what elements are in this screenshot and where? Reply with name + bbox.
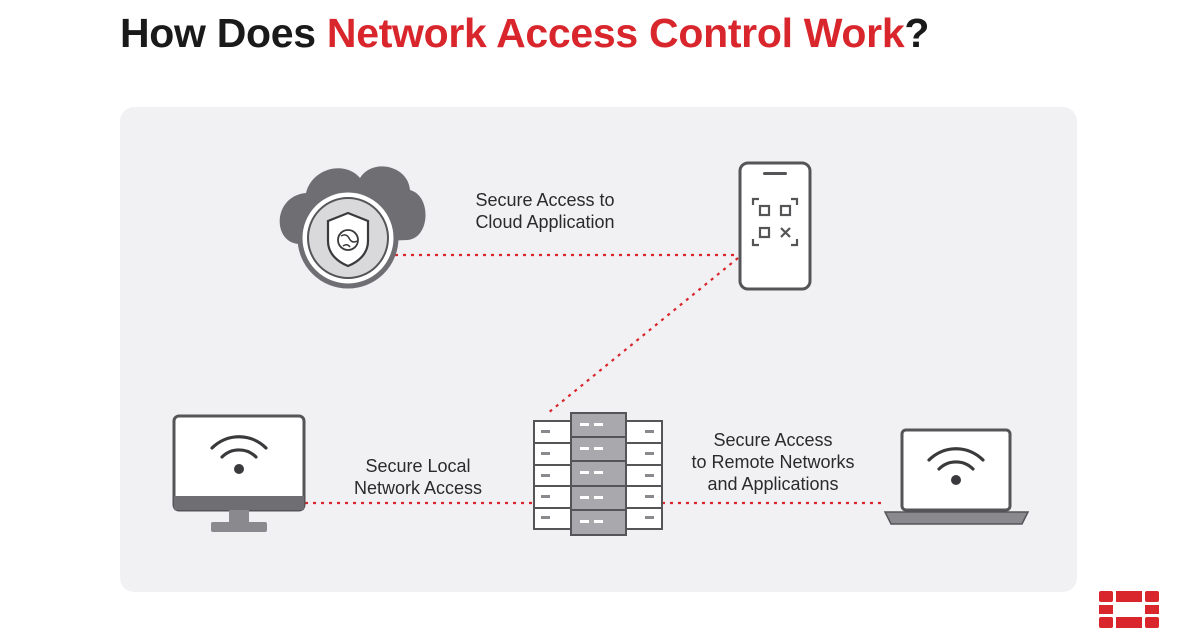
- remote-access-label: Secure Access to Remote Networks and App…: [668, 429, 878, 495]
- local-access-label-line1: Secure Local: [365, 456, 471, 476]
- server-rack-icon: [533, 412, 663, 536]
- smartphone-qr-icon: [738, 161, 812, 291]
- remote-access-label-line2: to Remote Networks: [691, 452, 855, 472]
- title-highlight: Network Access Control Work: [326, 10, 905, 56]
- remote-access-label-line3: and Applications: [707, 474, 839, 494]
- cloud-shield-icon: [279, 166, 426, 289]
- page-title: How Does Network Access Control Work?: [120, 10, 929, 57]
- phone-to-server-connector: [547, 257, 739, 414]
- desktop-monitor-wifi-icon: [172, 414, 306, 532]
- local-access-label: Secure Local Network Access: [318, 455, 518, 499]
- brand-logo-icon: [1099, 591, 1159, 628]
- remote-access-label-line1: Secure Access: [713, 430, 833, 450]
- connector-lines: [305, 253, 886, 505]
- cloud-access-label-line2: Cloud Application: [475, 212, 615, 232]
- cloud-access-label-line1: Secure Access to: [475, 190, 615, 210]
- local-access-label-line2: Network Access: [353, 478, 483, 498]
- cloud-access-label: Secure Access to Cloud Application: [442, 189, 648, 233]
- title-prefix: How Does: [120, 10, 327, 56]
- title-suffix: ?: [904, 10, 930, 56]
- laptop-wifi-icon: [883, 428, 1030, 525]
